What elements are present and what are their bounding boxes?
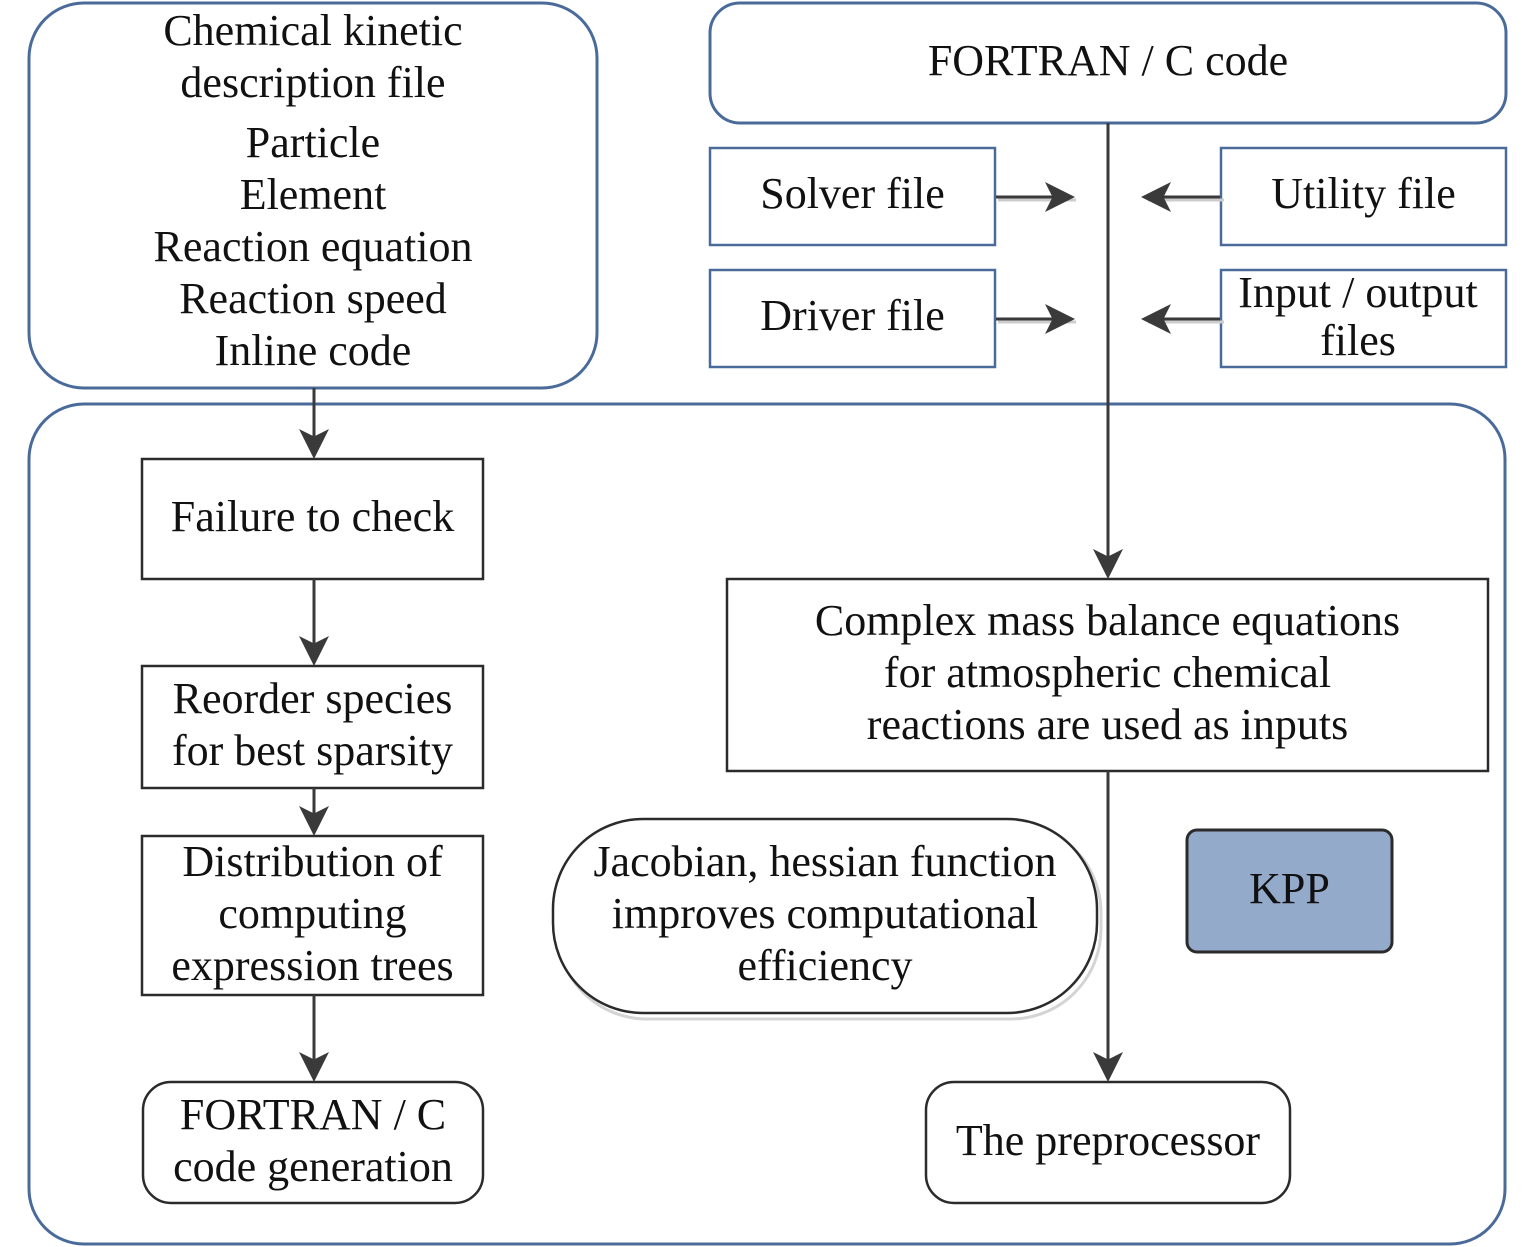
- driver-file-label: Driver file: [760, 291, 945, 340]
- io-files-box: [1219, 268, 1508, 369]
- solver-file-box: [708, 146, 997, 247]
- fortran-code-label: FORTRAN / C code: [927, 35, 1289, 85]
- kinetic-item-particle: Particle: [245, 117, 381, 167]
- kinetic-item-reaction-equation: Reaction equation: [153, 221, 473, 271]
- kpp-label: KPP: [1249, 864, 1330, 913]
- kinetic-item-element: Element: [239, 169, 387, 219]
- preprocessor-box: [924, 1080, 1292, 1205]
- distribution-label: Distribution of computing expression tre…: [171, 836, 454, 990]
- jacobian-box: [551, 817, 1099, 1015]
- driver-file-box: [708, 268, 997, 369]
- utility-file-label: Utility file: [1271, 169, 1456, 218]
- mass-balance-label: Complex mass balance equations for atmos…: [814, 596, 1401, 749]
- kinetic-file-label: Chemical kinetic description file Partic…: [29, 0, 597, 385]
- utility-file-box: [1219, 146, 1508, 247]
- kpp-box: [1185, 828, 1394, 954]
- preprocessor-label: The preprocessor: [955, 1116, 1261, 1165]
- kinetic-item-reaction-speed: Reaction speed: [179, 273, 447, 323]
- code-generation-box: [141, 1080, 485, 1205]
- kinetic-file-title-2: description file: [180, 57, 446, 107]
- io-files-label: Input / output files: [1238, 267, 1478, 365]
- code-generation-label: FORTRAN / C code generation: [173, 1090, 453, 1191]
- reorder-species-label: Reorder species for best sparsity: [171, 674, 454, 775]
- solver-file-label: Solver file: [760, 169, 945, 218]
- kinetic-item-inline-code: Inline code: [214, 325, 412, 375]
- kpp-container: [27, 402, 1507, 1246]
- distribution-box: [140, 834, 485, 997]
- reorder-species-box: [140, 664, 485, 790]
- failure-check-label: Failure to check: [170, 492, 455, 541]
- kinetic-file-title-1: Chemical kinetic: [163, 5, 463, 55]
- jacobian-label: Jacobian, hessian function improves comp…: [593, 837, 1057, 990]
